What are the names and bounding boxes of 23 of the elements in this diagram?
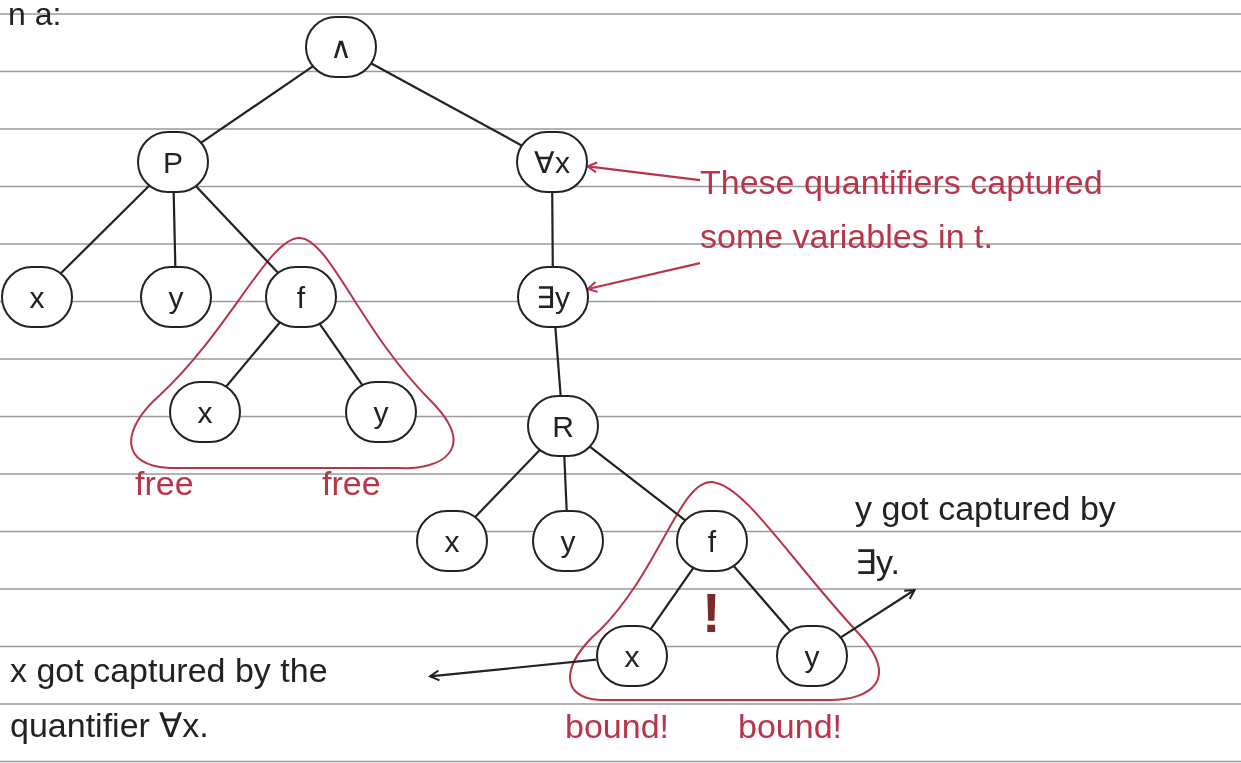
tree-branch [551, 193, 554, 266]
annotation-text: bound! [738, 706, 842, 747]
annotation-text: y got captured by ∃y. [855, 487, 1117, 583]
exclamation-mark: ! [702, 580, 721, 646]
arrow [840, 589, 916, 639]
annotation-text: x got captured by the quantifier ∀x. [10, 650, 329, 746]
tree-branch [732, 565, 792, 632]
tree-branch [563, 456, 568, 511]
annotation-text: These quantifiers captured some variables in t. [700, 161, 1104, 257]
tree-branch [59, 184, 151, 275]
tree-branch [554, 327, 562, 396]
arrow [429, 658, 597, 682]
tree-branch [474, 449, 541, 518]
tree-branch [200, 65, 314, 144]
annotation-text: free [135, 463, 194, 504]
annotation-text: free [322, 463, 381, 504]
tree-branch [370, 62, 523, 147]
partial-text: n a: [8, 0, 62, 34]
tree-branch [589, 445, 686, 522]
tree-branch [172, 192, 177, 267]
annotation-text: bound! [565, 706, 669, 747]
tree-branch [225, 321, 281, 388]
tree-branch [194, 185, 280, 274]
